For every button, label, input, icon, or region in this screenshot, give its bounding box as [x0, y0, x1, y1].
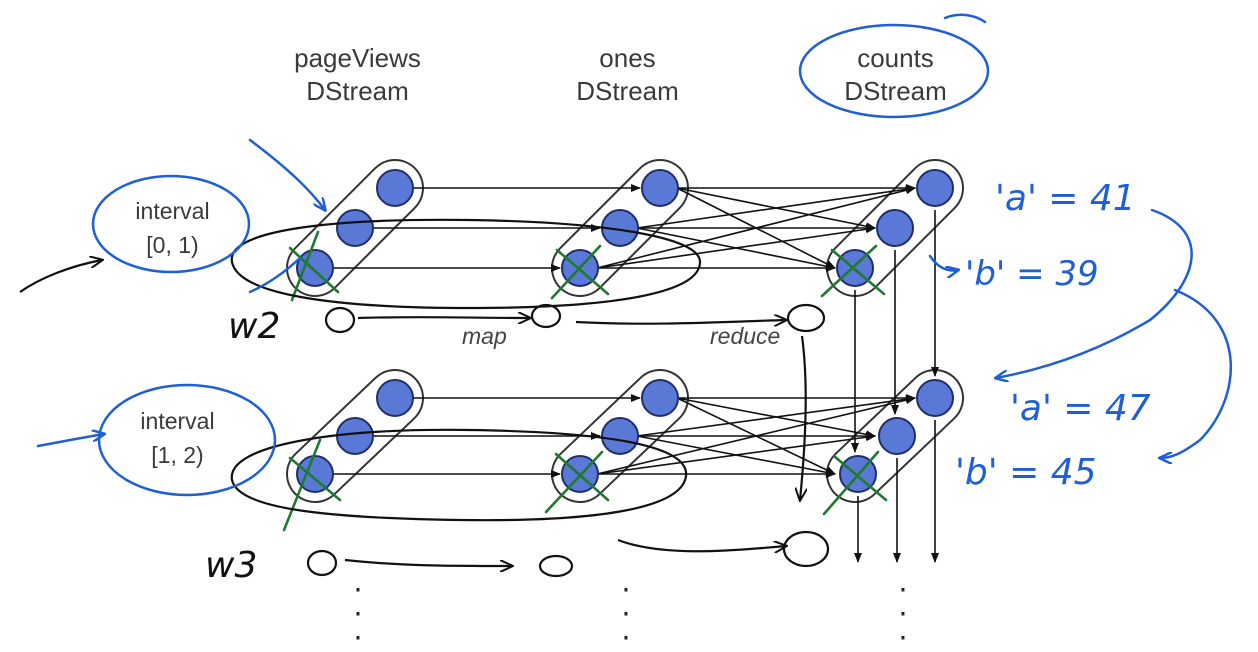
left-arrow-1: [19, 260, 102, 293]
interval1-circle: [91, 174, 251, 274]
interval2-edges: [332, 394, 916, 478]
blue-annotations: [36, 13, 1233, 497]
window-flow: [19, 260, 830, 578]
interval-label-2: interval [1, 2): [140, 408, 215, 468]
partition-node: [916, 169, 954, 207]
count-b-1: 'b' = 39: [965, 254, 1099, 294]
partition-node: [878, 417, 916, 455]
count-a-2: 'a' = 47: [1010, 388, 1151, 429]
map-label: map: [462, 323, 507, 349]
partition-node: [296, 249, 334, 287]
state-edges: [851, 210, 939, 563]
window-label-w2: w2: [228, 306, 281, 347]
pageviews-header: pageViews DStream: [294, 43, 421, 106]
window-circle: [538, 554, 574, 578]
window-ellipses: [230, 218, 702, 522]
partition-node: [376, 379, 414, 417]
window-circle: [324, 306, 356, 334]
window-circle: [782, 530, 830, 568]
window-circle: [786, 303, 826, 333]
partition-node: [641, 379, 679, 417]
continuation-dots-3: ···: [895, 576, 911, 652]
reduce-label: reduce: [710, 323, 781, 349]
window-circle: [306, 549, 338, 577]
partition-node: [376, 169, 414, 207]
interval-label-1: interval [0, 1): [135, 198, 210, 258]
left-arrow-2: [36, 434, 104, 448]
ones-header: ones DStream: [576, 43, 679, 106]
window-ellipse-w3: [230, 428, 688, 522]
counts-header: counts DStream: [844, 43, 947, 106]
partition-node: [601, 417, 639, 455]
window-label-w3: w3: [205, 545, 258, 586]
counts-circle: [798, 23, 990, 119]
partition-node: [336, 209, 374, 247]
continuation-dots-1: ···: [350, 576, 366, 652]
partition-node: [916, 379, 954, 417]
window-ellipse-w2: [230, 218, 702, 310]
count-a-1: 'a' = 41: [995, 178, 1136, 219]
count-b-2: 'b' = 45: [955, 452, 1097, 493]
window-circle: [530, 303, 562, 329]
green-x-marks: [282, 230, 888, 532]
continuation-dots-2: ···: [618, 576, 634, 652]
partition-node: [641, 169, 679, 207]
interval1-edges: [332, 184, 916, 272]
partition-node: [876, 209, 914, 247]
partition-node: [336, 417, 374, 455]
pointer-arrow: [248, 138, 325, 210]
